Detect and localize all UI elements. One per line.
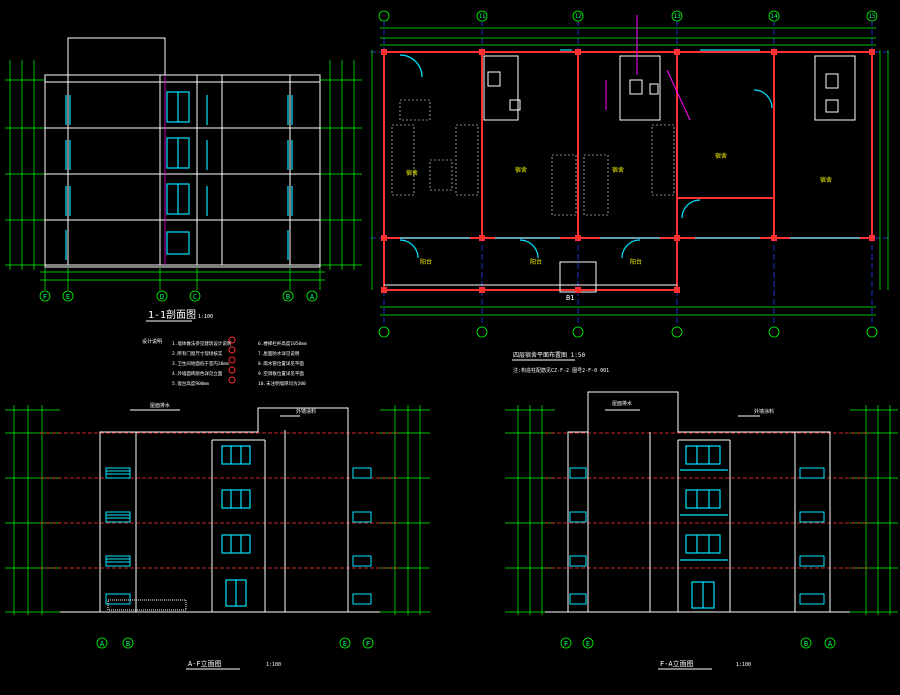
svg-text:宿舍: 宿舍 [612, 166, 624, 174]
elev2-axis-label: B [804, 640, 808, 648]
elev1-axis-label: E [343, 640, 347, 648]
section-right-dims [320, 60, 362, 270]
section-axis-label: D [160, 293, 164, 301]
plan-doors [399, 54, 773, 259]
notes-markers [228, 336, 236, 384]
plan-axis-label: 15 [868, 13, 876, 20]
plan-top-dims [371, 27, 889, 316]
elevation-af: 屋面排水 外墙涂料 A B E F A-F立面图 1:100 [5, 402, 430, 670]
elev1-balconies [105, 467, 372, 605]
plan-grid [370, 20, 890, 330]
svg-text:宿舍: 宿舍 [820, 176, 832, 184]
design-notes: 设计说明 1.墙体做法参见建筑设计说明 2.所有门窗尺寸现场核实 3.卫生间地面低于… [142, 336, 307, 387]
svg-text:阳台: 阳台 [630, 258, 642, 266]
note-item: 10.未注明墙厚均为200 [258, 380, 306, 387]
note-item: 7.屋面防水详见说明 [258, 350, 300, 357]
elev2-label-1: 屋面排水 [612, 400, 632, 407]
section-axis-label: A [310, 293, 315, 301]
elev1-axis-label: A [100, 640, 105, 648]
note-item: 5.窗台高度900mm [172, 380, 209, 387]
note-item: 3.卫生间地面低于室内20mm [172, 360, 229, 367]
elevation-fa: 屋面排水 外墙涂料 F E B A F-A立面图 1:100 [505, 391, 898, 670]
note-item: 4.外墙面砖颜色详见立面 [172, 370, 223, 377]
elev2-balconies [569, 467, 825, 605]
plan-axis-label: 11 [478, 13, 486, 20]
elev2-windows [680, 445, 728, 609]
svg-text:阳台: 阳台 [530, 258, 542, 266]
section-axis-label: B [286, 293, 290, 301]
elev2-scale: 1:100 [736, 662, 751, 668]
note-item: 1.墙体做法参见建筑设计说明 [172, 340, 232, 347]
plan-note: 注:构造柱配筋见CZ-F-2 图号2-F-0 001 [513, 367, 609, 374]
section-windows [65, 91, 293, 260]
plan-columns [381, 49, 875, 293]
section-axis-bubbles: F E D C B A [39, 290, 318, 302]
section-title: 1-1剖面图 [148, 308, 196, 321]
section-view: F E D C B A 1-1剖面图 1:100 [5, 37, 362, 322]
section-axis-label: F [43, 293, 47, 301]
plan-axis-bubbles: 11 12 13 14 15 [378, 10, 878, 338]
elev2-title: F-A立面图 [660, 659, 694, 668]
elev1-scale: 1:100 [266, 662, 281, 668]
note-item: 8.雨水管位置详见平面 [258, 360, 304, 367]
plan-axis-label: 12 [574, 13, 582, 20]
section-bottom-dims [40, 268, 325, 290]
elev1-axis-bubbles: A B E F [96, 637, 374, 649]
plan-axis-label: 13 [673, 13, 681, 20]
floor-plan: 11 12 13 14 15 宿舍 宿舍 宿舍 宿舍 宿舍 阳台 阳台 阳台 B… [370, 10, 890, 374]
elev2-label-2: 外墙涂料 [754, 408, 774, 415]
elev1-windows [221, 445, 251, 607]
section-axis-label: E [66, 293, 70, 301]
svg-text:宿舍: 宿舍 [515, 166, 527, 174]
elev2-dims [505, 405, 898, 615]
section-scale: 1:100 [198, 314, 213, 320]
svg-text:阳台: 阳台 [420, 258, 432, 266]
elev1-left-dims [5, 405, 430, 615]
note-item: 9.空调板位置详见平面 [258, 370, 304, 377]
svg-text:宿舍: 宿舍 [715, 152, 727, 160]
elev2-axis-bubbles: F E B A [560, 637, 836, 649]
elev1-axis-label: F [366, 640, 370, 648]
section-left-dims [5, 60, 45, 270]
plan-axis-label: 14 [770, 13, 778, 20]
plan-bathrooms [483, 55, 856, 121]
notes-heading: 设计说明 [142, 338, 162, 345]
plan-furniture [391, 99, 675, 216]
plan-label-b: B1 [566, 294, 574, 302]
elev1-title: A-F立面图 [188, 659, 222, 668]
elev1-axis-label: B [126, 640, 130, 648]
svg-text:宿舍: 宿舍 [406, 169, 418, 177]
plan-windows [400, 49, 860, 239]
elev1-label-2: 外墙涂料 [296, 408, 316, 415]
section-axis-label: C [193, 293, 197, 301]
note-item: 6.楼梯栏杆高度1050mm [258, 340, 307, 347]
elev2-axis-label: F [564, 640, 568, 648]
plan-title: 四层宿舍平面布置图 1:50 [513, 351, 585, 359]
elev1-label-1: 屋面排水 [150, 402, 170, 409]
elev2-axis-label: E [586, 640, 590, 648]
note-item: 2.所有门窗尺寸现场核实 [172, 350, 223, 357]
elev2-axis-label: A [828, 640, 833, 648]
